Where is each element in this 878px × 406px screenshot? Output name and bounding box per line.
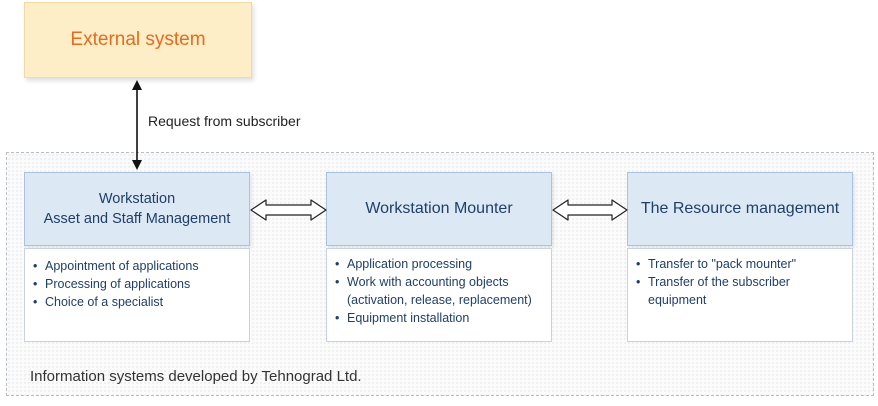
external-system-box: External system	[24, 2, 252, 78]
list-item: Appointment of applications	[29, 257, 245, 275]
request-arrow	[132, 80, 142, 170]
panel-body: Application processing Work with account…	[326, 248, 552, 342]
panel-title-line1: Workstation	[98, 191, 176, 207]
container-label: Information systems developed by Tehnogr…	[30, 368, 362, 385]
panel-title: The Resource management	[640, 200, 840, 217]
panel-title: Workstation Mounter	[365, 200, 513, 217]
panel-resource-management: The Resource management Transfer to "pac…	[627, 172, 853, 342]
panel-title-line2: Asset and Staff Management	[43, 211, 231, 227]
request-label: Request from subscriber	[148, 113, 301, 129]
panel-asset-staff-management: Workstation Asset and Staff Management A…	[24, 172, 250, 342]
list-item: Choice of a specialist	[29, 293, 245, 311]
panel-item-list: Appointment of applications Processing o…	[29, 257, 245, 311]
double-arrow-1-2	[250, 199, 327, 221]
double-arrow-2-3	[552, 199, 628, 221]
panel-body: Transfer to "pack mounter" Transfer of t…	[627, 248, 853, 342]
panel-workstation-mounter: Workstation Mounter Application processi…	[326, 172, 552, 342]
panel-item-list: Application processing Work with account…	[331, 255, 549, 327]
list-item: Transfer of the subscriber equipment	[632, 273, 848, 309]
list-item: Application processing	[331, 255, 549, 273]
list-item: Transfer to "pack mounter"	[632, 255, 848, 273]
list-item: Work with accounting objects (activation…	[331, 273, 549, 309]
external-system-label: External system	[70, 29, 206, 50]
list-item: Equipment installation	[331, 309, 549, 327]
panel-header: Workstation Asset and Staff Management	[24, 172, 250, 246]
list-item: Processing of applications	[29, 275, 245, 293]
panel-header: Workstation Mounter	[326, 172, 552, 246]
panel-item-list: Transfer to "pack mounter" Transfer of t…	[632, 255, 848, 309]
panel-header: The Resource management	[627, 172, 853, 246]
panel-body: Appointment of applications Processing o…	[24, 248, 250, 342]
